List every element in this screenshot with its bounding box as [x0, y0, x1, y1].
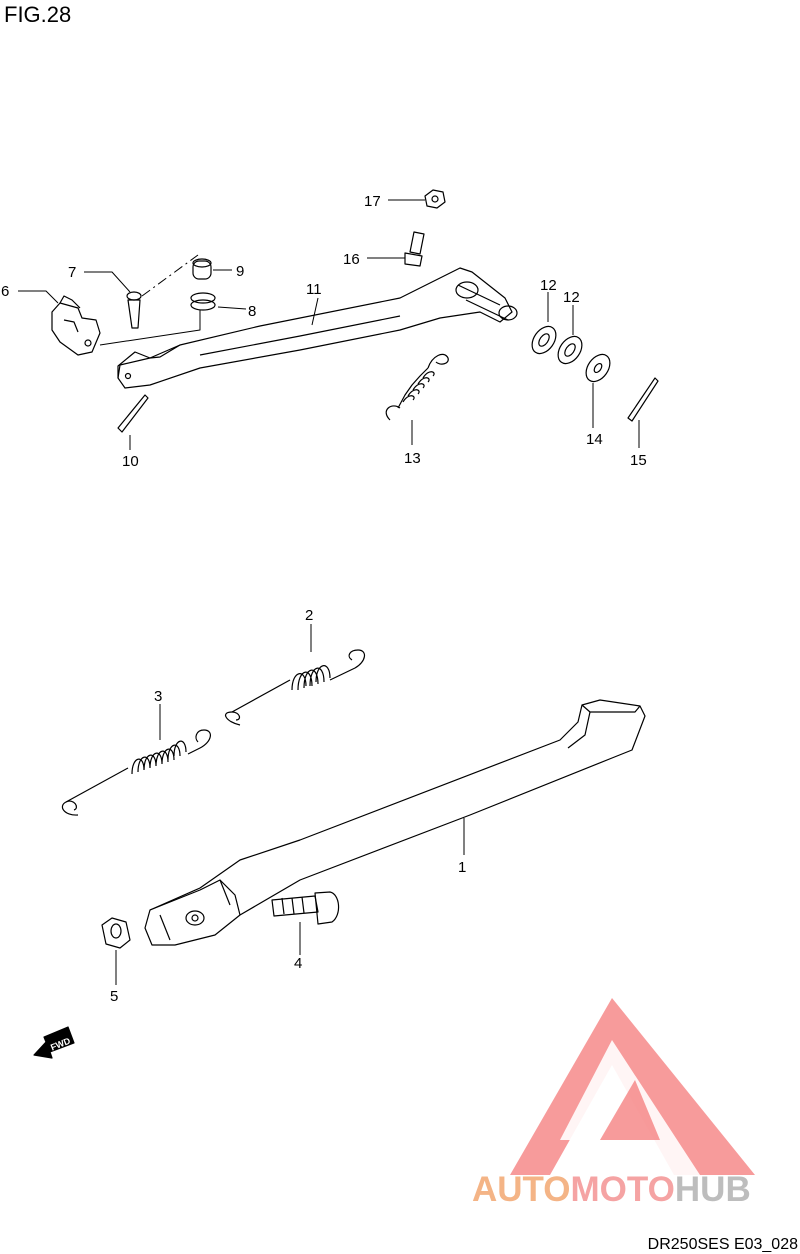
fwd-arrow-icon: FWD [33, 1026, 75, 1059]
part-14-washer [585, 353, 611, 383]
part-9-collar [192, 258, 212, 280]
callout-13: 13 [404, 450, 421, 467]
part-13-spring [385, 353, 449, 421]
lower-leader-lines [115, 624, 465, 985]
part-10-cotter-pin [117, 394, 149, 433]
part-1-side-stand [144, 699, 646, 946]
part-11-brake-pedal [117, 267, 518, 389]
figure-code: DR250SES E03_028 [647, 1236, 798, 1253]
part-4-bolt [271, 891, 340, 925]
part-16-bolt [404, 231, 425, 267]
callout-9: 9 [236, 263, 244, 280]
callout-10: 10 [122, 453, 139, 470]
part-3-spring [61, 729, 211, 816]
part-5-nut [101, 917, 131, 949]
callout-16: 16 [343, 251, 360, 268]
callout-2: 2 [305, 607, 313, 624]
part-17-nut [424, 189, 446, 209]
callout-5: 5 [110, 988, 118, 1005]
callout-14: 14 [586, 431, 603, 448]
callout-labels: 1 2 3 4 5 6 7 8 9 10 11 12 12 13 14 15 1… [1, 193, 647, 1005]
callout-12a: 12 [540, 277, 557, 294]
upper-leader-lines [18, 199, 640, 450]
callout-12b: 12 [563, 289, 580, 306]
callout-6: 6 [1, 283, 9, 300]
watermark-auto: AUTO [472, 1170, 571, 1209]
part-6-bracket [51, 295, 101, 356]
part-7-pin [126, 291, 142, 329]
callout-17: 17 [364, 193, 381, 210]
callout-8: 8 [248, 303, 256, 320]
figure-title: FIG.28 [4, 2, 72, 27]
callout-3: 3 [154, 688, 162, 705]
part-15-cotter-pin [627, 377, 659, 422]
callout-4: 4 [294, 955, 302, 972]
callout-11: 11 [306, 281, 322, 298]
part-12-washers [531, 325, 583, 365]
part-2-spring [224, 649, 365, 726]
callout-7: 7 [68, 264, 76, 281]
callout-1: 1 [458, 859, 466, 876]
watermark-hub: HUB [674, 1170, 751, 1209]
part-8-clip [190, 292, 216, 311]
watermark-moto: MOTO [570, 1170, 675, 1209]
watermark-text: AUTOMOTOHUB [472, 1170, 751, 1210]
callout-15: 15 [630, 452, 647, 469]
watermark-triangle-icon [510, 998, 755, 1175]
